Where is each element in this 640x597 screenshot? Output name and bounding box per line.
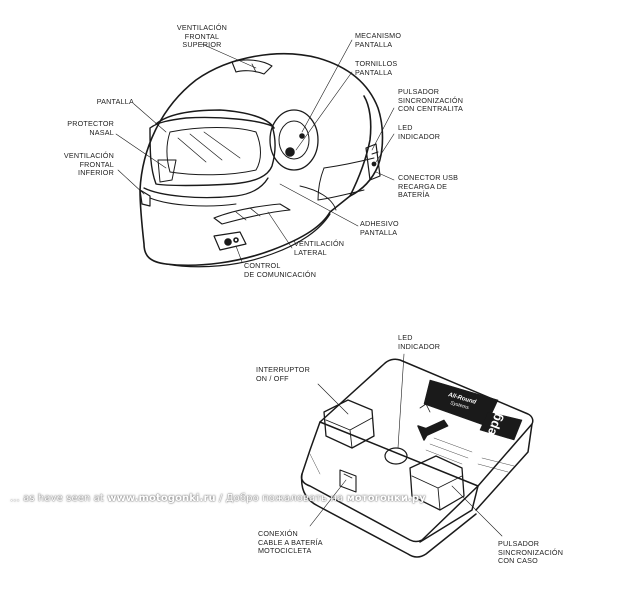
label-pulsador-caso: PULSADOR SINCRONIZACIÓN CON CASO (498, 539, 564, 566)
watermark-site[interactable]: www.motogonki.ru (107, 493, 216, 504)
label-pulsador-sincronizacion-centralita: PULSADOR SINCRONIZACIÓN CON CENTRALITA (398, 87, 464, 114)
label-control-comunicacion: CONTROL DE COMUNICACIÓN (244, 261, 317, 279)
unit-brand-text: epg (483, 410, 505, 437)
label-led-indicador-unit: LED INDICADOR (398, 333, 441, 351)
label-adhesivo-pantalla: ADHESIVO PANTALLA (360, 219, 399, 237)
label-conector-usb: CONECTOR USB RECARGA DE BATERÍA (398, 173, 459, 200)
label-mecanismo-pantalla: MECANISMO PANTALLA (355, 31, 402, 49)
unit-leaders (309, 353, 503, 537)
unit-box-text-2: Systems (449, 400, 470, 411)
label-ventilacion-frontal-superior: VENTILACIÓN FRONTAL SUPERIOR (176, 23, 228, 50)
label-conexion-cable: CONEXIÓN CABLE A BATERÍA MOTOCICLETA (258, 529, 323, 556)
label-pantalla: PANTALLA (96, 97, 134, 106)
label-led-indicador-helmet: LED INDICADOR (398, 123, 441, 141)
watermark-mid: / Добро пожаловать на (215, 493, 347, 504)
helmet-leaders (115, 39, 395, 263)
helmet-drawing (139, 53, 384, 268)
label-interruptor: INTERRUPTOR ON / OFF (256, 365, 310, 383)
label-protector-nasal: PROTECTOR NASAL (67, 119, 114, 137)
label-tornillos-pantalla: TORNILLOS PANTALLA (355, 59, 398, 77)
watermark-site2[interactable]: мотогонки.ру (346, 493, 426, 504)
label-ventilacion-lateral: VENTILACIÓN LATERAL (294, 239, 345, 257)
unit-drawing (300, 358, 534, 558)
watermark: ... as have seen at www.motogonki.ru / Д… (10, 493, 426, 504)
label-ventilacion-frontal-inferior: VENTILACIÓN FRONTAL INFERIOR (63, 151, 114, 178)
watermark-prefix: ... as have seen at (10, 493, 108, 504)
